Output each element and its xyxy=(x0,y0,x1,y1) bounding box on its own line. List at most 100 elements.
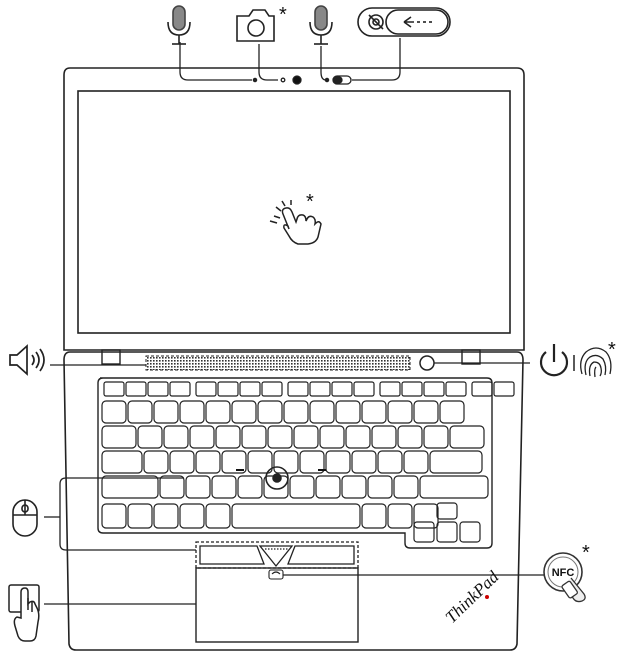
keyboard-key[interactable] xyxy=(287,381,309,397)
microphone-icon xyxy=(309,5,333,45)
keyboard-key[interactable] xyxy=(257,400,283,424)
keyboard-key[interactable] xyxy=(247,450,273,474)
keyboard-key[interactable] xyxy=(241,425,267,449)
keyboard-key[interactable] xyxy=(471,381,493,397)
keyboard-key[interactable] xyxy=(459,521,481,543)
keyboard-key[interactable] xyxy=(331,381,353,397)
touchpad-icon xyxy=(8,584,40,642)
keyboard-key[interactable] xyxy=(267,425,293,449)
keyboard-key[interactable] xyxy=(205,400,231,424)
keyboard-key[interactable] xyxy=(143,450,169,474)
keyboard-key[interactable] xyxy=(169,450,195,474)
keyboard-key[interactable] xyxy=(101,425,137,449)
keyboard-key[interactable] xyxy=(367,475,393,499)
keyboard-key[interactable] xyxy=(101,475,159,499)
keyboard-key[interactable] xyxy=(439,400,465,424)
keyboard-key[interactable] xyxy=(239,381,261,397)
keyboard-key[interactable] xyxy=(127,400,153,424)
keyboard-key[interactable] xyxy=(221,450,247,474)
keyboard-key[interactable] xyxy=(493,381,515,397)
top-leader-lines xyxy=(179,38,401,81)
keyboard-key[interactable] xyxy=(436,521,458,543)
keyboard-key[interactable] xyxy=(379,381,401,397)
keyboard-key[interactable] xyxy=(401,381,423,397)
keyboard-key[interactable] xyxy=(341,475,367,499)
trackpoint-buttons[interactable] xyxy=(195,541,359,569)
keyboard-key[interactable] xyxy=(293,425,319,449)
keyboard-key[interactable] xyxy=(423,381,445,397)
keyboard-key[interactable] xyxy=(353,381,375,397)
camera-light xyxy=(280,77,286,83)
keyboard-key[interactable] xyxy=(147,381,169,397)
keyboard-key[interactable] xyxy=(231,400,257,424)
keyboard-key[interactable] xyxy=(195,450,221,474)
keyboard-key[interactable] xyxy=(101,400,127,424)
keyboard-key[interactable] xyxy=(179,503,205,529)
keyboard-key[interactable] xyxy=(361,400,387,424)
keyboard-key[interactable] xyxy=(413,400,439,424)
trackpad[interactable] xyxy=(195,567,359,643)
keyboard-key[interactable] xyxy=(445,381,467,397)
mouse-icon xyxy=(12,499,38,537)
keyboard-key[interactable] xyxy=(205,503,231,529)
keyboard-key[interactable] xyxy=(283,400,309,424)
keyboard-key[interactable] xyxy=(309,381,331,397)
keyboard-key[interactable] xyxy=(273,450,299,474)
keyboard-key[interactable] xyxy=(289,475,315,499)
keyboard-key[interactable] xyxy=(325,450,351,474)
keyboard-key[interactable] xyxy=(211,475,237,499)
keyboard-key[interactable] xyxy=(351,450,377,474)
keyboard-key[interactable] xyxy=(419,475,489,499)
keyboard-key[interactable] xyxy=(101,450,143,474)
keyboard-key[interactable] xyxy=(185,475,211,499)
nfc-optional-asterisk: * xyxy=(582,542,590,564)
nfc-icon-label: NFC xyxy=(552,567,575,579)
hinges xyxy=(101,349,481,365)
keyboard-key[interactable] xyxy=(335,400,361,424)
keyboard-key[interactable] xyxy=(231,503,361,529)
keyboard-key[interactable] xyxy=(393,475,419,499)
keyboard-key[interactable] xyxy=(215,425,241,449)
keyboard-key[interactable] xyxy=(371,425,397,449)
keyboard-key[interactable] xyxy=(153,400,179,424)
keyboard-key[interactable] xyxy=(127,503,153,529)
keyboard-key[interactable] xyxy=(169,381,191,397)
nfc-mark xyxy=(268,569,284,580)
keyboard-key[interactable] xyxy=(429,450,483,474)
keyboard-key[interactable] xyxy=(299,450,325,474)
keyboard-key[interactable] xyxy=(315,475,341,499)
keyboard-key[interactable] xyxy=(361,503,387,529)
keyboard-key[interactable] xyxy=(125,381,147,397)
keyboard-key[interactable] xyxy=(387,400,413,424)
camera-lens xyxy=(292,75,302,85)
trackpoint[interactable] xyxy=(265,466,289,490)
keyboard-key[interactable] xyxy=(413,521,435,543)
keyboard-key[interactable] xyxy=(217,381,239,397)
keyboard-key[interactable] xyxy=(153,503,179,529)
keyboard-key[interactable] xyxy=(449,425,485,449)
display-screen xyxy=(77,90,511,334)
keyboard-key[interactable] xyxy=(195,381,217,397)
keyboard-key[interactable] xyxy=(387,503,413,529)
keyboard-key[interactable] xyxy=(403,450,429,474)
power-button-on-deck[interactable] xyxy=(419,355,435,371)
keyboard-key[interactable] xyxy=(159,475,185,499)
keyboard-key[interactable] xyxy=(179,400,205,424)
keyboard-key[interactable] xyxy=(413,503,439,529)
keyboard-key[interactable] xyxy=(101,503,127,529)
keyboard-key[interactable] xyxy=(423,425,449,449)
keyboard-key[interactable] xyxy=(436,502,458,520)
keyboard-key[interactable] xyxy=(137,425,163,449)
keyboard-key[interactable] xyxy=(237,475,263,499)
keyboard-key[interactable] xyxy=(103,381,125,397)
keyboard-key[interactable] xyxy=(319,425,345,449)
keyboard-key[interactable] xyxy=(377,450,403,474)
keyboard-key[interactable] xyxy=(397,425,423,449)
camera-shutter-icon xyxy=(357,7,451,37)
keyboard-key[interactable] xyxy=(163,425,189,449)
keyboard-key[interactable] xyxy=(309,400,335,424)
microphone-hole-left xyxy=(252,77,258,83)
keyboard-key[interactable] xyxy=(189,425,215,449)
keyboard-key[interactable] xyxy=(261,381,283,397)
keyboard-key[interactable] xyxy=(345,425,371,449)
